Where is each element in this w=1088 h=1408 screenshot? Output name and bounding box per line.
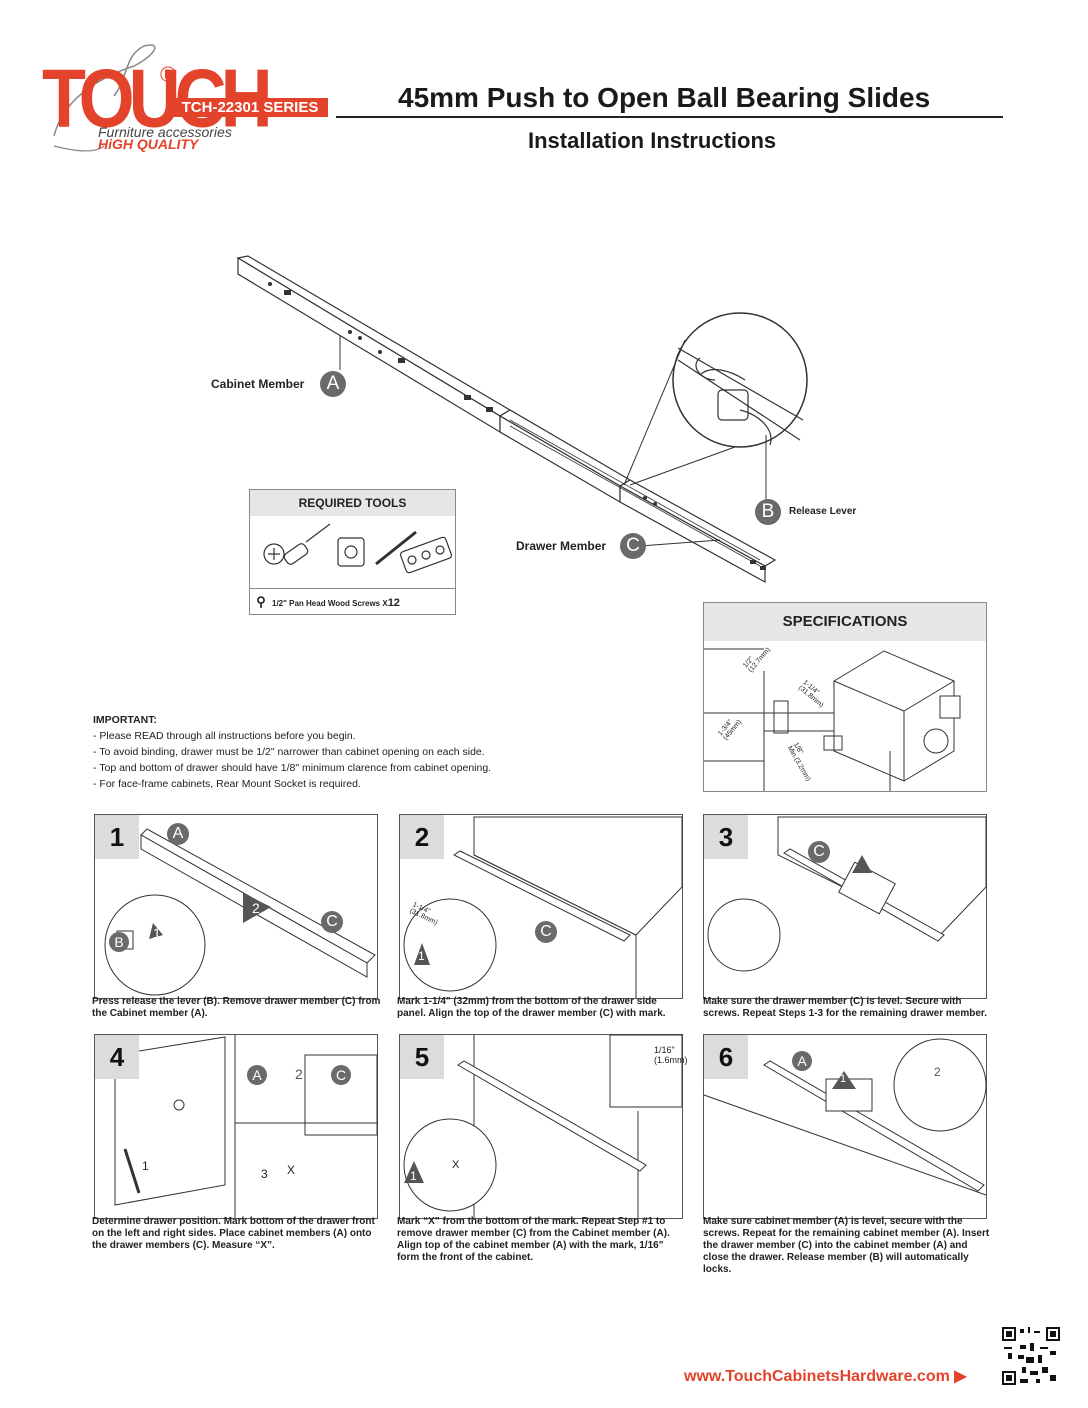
- step-1-arrow-2: 2: [252, 900, 260, 916]
- step-1-arrow-1: 1: [153, 925, 161, 941]
- page-title: 45mm Push to Open Ball Bearing Slides: [398, 82, 931, 113]
- step-4-caption: Determine drawer position. Mark bottom o…: [92, 1216, 375, 1251]
- series-badge: TCH-22301 SERIES: [172, 98, 328, 117]
- important-notes: IMPORTANT: - Please READ through all ins…: [93, 712, 491, 792]
- screws-label: 1/2" Pan Head Wood Screws X: [272, 599, 388, 608]
- step-5-dim-mm: (1.6mm): [654, 1055, 688, 1065]
- step-1-number: 1: [95, 815, 139, 859]
- specifications-box: SPECIFICATIONS 1/2"(12.7mm) 1-1/4"(31.8m…: [703, 602, 987, 792]
- important-item: - For face-frame cabinets, Rear Mount So…: [93, 778, 361, 790]
- step-5-panel: 5 1/16"(1.6mm) 1 X: [399, 1034, 688, 1219]
- step-5-dim-in: 1/16": [654, 1045, 675, 1055]
- registered-mark: ®: [160, 62, 177, 87]
- step-6-caption: Make sure cabinet member (A) is level, s…: [703, 1216, 990, 1275]
- release-lever-marker: B: [755, 499, 781, 525]
- qr-code-icon: [1002, 1327, 1060, 1385]
- pencil-icon: [375, 530, 417, 566]
- marker-c: C: [331, 1065, 351, 1085]
- step-5-dim: 1/16"(1.6mm): [654, 1045, 688, 1065]
- step-2-arrow-1: 1: [418, 949, 425, 963]
- marker-c: C: [321, 911, 343, 933]
- title-rule: [336, 116, 1003, 118]
- marker-b: B: [109, 932, 129, 952]
- specs-heading: SPECIFICATIONS: [704, 603, 986, 641]
- important-item: - Please READ through all instructions b…: [93, 730, 356, 742]
- step-4-measure-x: X: [287, 1163, 296, 1177]
- page-subtitle: Installation Instructions: [528, 128, 777, 153]
- step-3-caption: Make sure the drawer member (C) is level…: [703, 996, 987, 1019]
- cabinet-member-marker: A: [320, 371, 346, 397]
- cabinet-member-label: Cabinet Member: [211, 377, 305, 391]
- step-2-number: 2: [400, 815, 444, 859]
- step-6-number: 6: [704, 1035, 748, 1079]
- slide-illustration: [236, 255, 808, 584]
- tagline-quality: HiGH QUALITY: [98, 136, 199, 152]
- step-5-arrow-1: 1: [410, 1169, 417, 1183]
- step-3-arrow-2: 2: [742, 921, 749, 935]
- step-5-number: 5: [400, 1035, 444, 1079]
- marker-a: A: [247, 1065, 267, 1085]
- step-4-arrow-1: 1: [142, 1159, 149, 1173]
- step-6-arrow-2: 2: [934, 1065, 941, 1079]
- drawer-member-marker: C: [620, 533, 646, 559]
- tools-heading: REQUIRED TOOLS: [250, 490, 455, 516]
- step-1-panel: 1 A C B 2 1: [94, 814, 378, 999]
- step-1-caption: Press release the lever (B). Remove draw…: [92, 996, 381, 1019]
- step-6-panel: 6 A 1 2: [703, 1034, 987, 1219]
- marker-c: C: [808, 841, 830, 863]
- drawer-member-label: Drawer Member: [516, 539, 607, 553]
- template-block-icon: [337, 537, 365, 567]
- step-6-arrow-1: 1: [840, 1073, 847, 1085]
- screws-quantity: 12: [387, 597, 400, 609]
- step-4-arrow-3: 3: [261, 1167, 268, 1181]
- tools-icons: [263, 523, 453, 574]
- marker-a: A: [167, 823, 189, 845]
- specs-diagram: [704, 648, 961, 791]
- marker-a: A: [792, 1051, 812, 1071]
- arrow-right-icon: ▶: [954, 1368, 967, 1385]
- website-url[interactable]: www.TouchCabinetsHardware.com: [684, 1368, 950, 1385]
- website-link[interactable]: www.TouchCabinetsHardware.com ▶: [684, 1366, 967, 1386]
- step-5-caption: Mark “X” from the bottom of the mark. Re…: [397, 1216, 670, 1263]
- wood-screw-icon: ⚲: [256, 594, 266, 609]
- step-2-caption: Mark 1-1/4" (32mm) from the bottom of th…: [397, 996, 666, 1019]
- step-2-panel: 2 C 1-1/4"(31.8mm) 1: [399, 814, 683, 999]
- step-3-panel: 3 C 1 2: [703, 814, 987, 999]
- step-3-arrow-1: 1: [867, 855, 874, 869]
- step-3-number: 3: [704, 815, 748, 859]
- screwdriver-icon: [263, 523, 331, 565]
- important-heading: IMPORTANT:: [93, 714, 157, 726]
- logo-swoosh: [53, 44, 156, 152]
- release-lever-label: Release Lever: [789, 506, 857, 517]
- required-tools-box: REQUIRED TOOLS ⚲ 1/2" Pan Head Wood Screw…: [249, 489, 456, 615]
- step-4-arrow-2: 2: [295, 1066, 303, 1082]
- drill-guide-icon: [399, 536, 453, 574]
- marker-c: C: [535, 921, 557, 943]
- step-5-measure-x: X: [452, 1159, 460, 1171]
- important-item: - To avoid binding, drawer must be 1/2" …: [93, 746, 485, 758]
- important-item: - Top and bottom of drawer should have 1…: [93, 762, 492, 774]
- step-4-number: 4: [95, 1035, 139, 1079]
- step-4-panel: 4 A C 2 1 3 X: [94, 1034, 378, 1219]
- screws-line: ⚲ 1/2" Pan Head Wood Screws X12: [250, 588, 455, 615]
- tagline-accessories: Furniture accessories: [98, 124, 232, 140]
